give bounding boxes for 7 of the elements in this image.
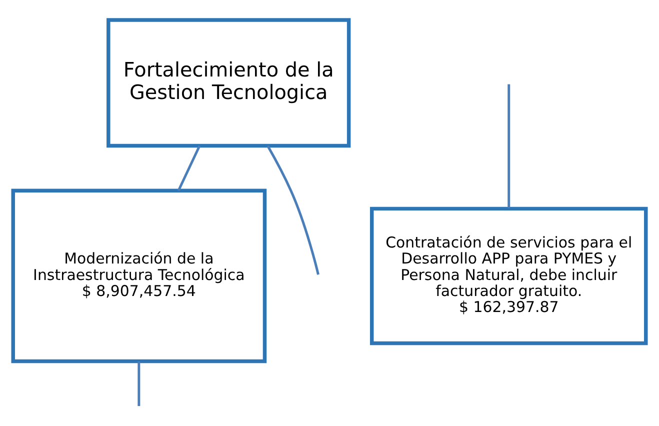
connector: [508, 84, 510, 208]
node-box: Fortalecimiento de la Gestion Tecnologica: [106, 18, 351, 148]
connector: [177, 144, 201, 191]
node-box: Contratación de servicios para el Desarrollo APP para PYMES y Persona Natural, debe incluir facturador gratuito. $ 162,397.87: [370, 206, 648, 345]
node-box: Modernización de la Instraestructura Tecnológica $ 8,907,457.54: [11, 188, 267, 363]
connector: [138, 360, 140, 406]
connector: [266, 144, 320, 274]
